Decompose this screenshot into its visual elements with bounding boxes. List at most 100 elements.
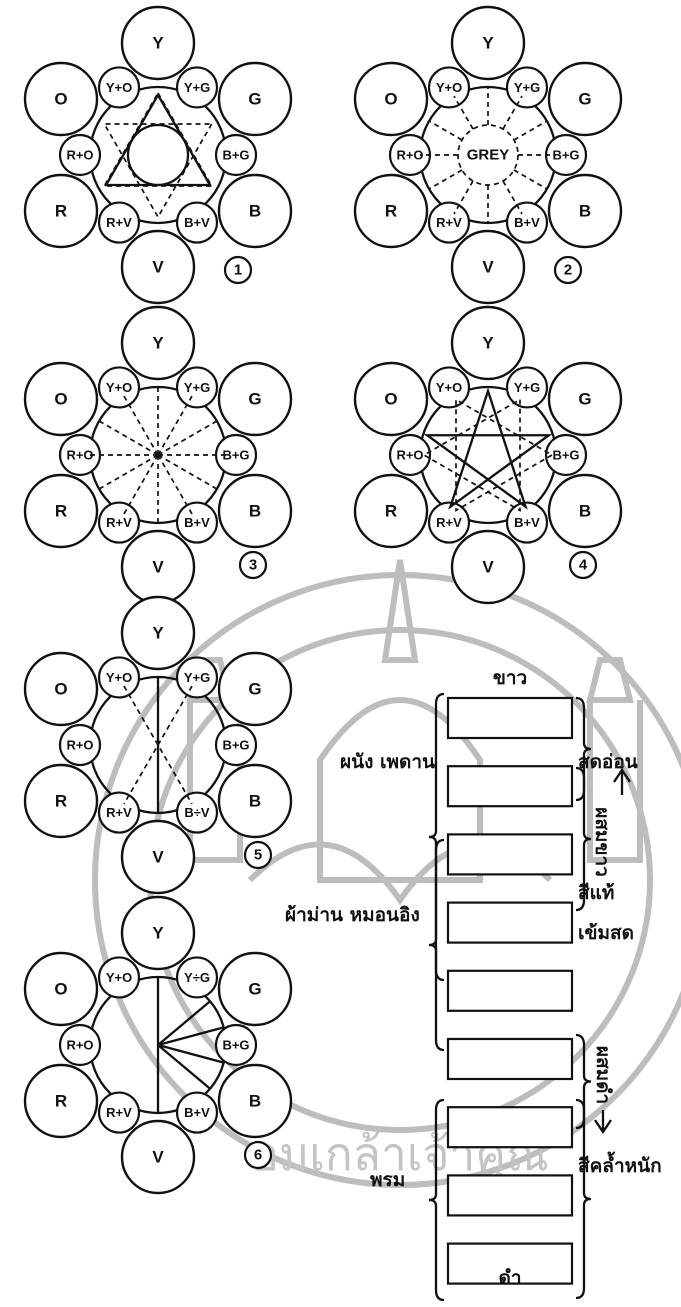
primary-label: G [248,980,261,999]
dashed-spoke [428,120,463,141]
mix-label: Y+O [436,80,462,95]
mix-circle [175,791,219,834]
primary-label: G [248,90,261,109]
primary-label: B [249,202,261,221]
mix-circle [214,1023,258,1067]
mix-label: B+G [222,448,249,463]
primary-circle [120,229,196,305]
mix-circle [175,956,219,999]
figure-number: 4 [579,557,588,574]
left-bracket [428,1098,445,1302]
primary-label: V [152,1148,164,1167]
dashed-triangle [455,398,554,512]
mix-circle [175,366,219,409]
value-box [446,1037,574,1081]
primary-circle [217,61,293,137]
mix-label: B+V [514,515,540,530]
mix-circle [544,433,588,477]
right-label: สีแท้ [578,882,614,904]
mix-circle [175,201,219,244]
mix-circle [505,501,549,544]
mix-circle [58,723,102,767]
dashed-spoke [157,395,193,456]
mix-label: R+V [106,805,132,820]
primary-circle [23,173,99,249]
primary-label: O [54,980,67,999]
dashed-spoke [98,420,159,456]
primary-label: V [482,558,494,577]
primary-circle [217,651,293,727]
mix-circle [58,1023,102,1067]
inner-circle [126,123,190,187]
primary-label: G [248,680,261,699]
triad-triangle [104,92,212,187]
bottom-label: ดำ [498,1267,521,1289]
mix-label: Y+O [436,380,462,395]
mix-circle [505,66,549,109]
dashed-spoke [513,120,548,141]
primary-label: R [385,202,397,221]
primary-label: Y [482,334,494,353]
figure-number-circle [238,550,268,580]
right-label: สีคล้ำหนัก [578,1151,662,1177]
mix-label: Y+O [106,970,132,985]
primary-circle [450,529,526,605]
value-box [446,1106,574,1149]
primary-circle [23,651,99,727]
figure-number-circle [223,255,253,285]
primary-label: G [578,90,591,109]
mix-label: B+G [222,148,249,163]
value-box [446,901,574,944]
mix-circle [175,1091,219,1134]
mix-label: R+O [66,738,93,753]
mix-circle [58,133,102,177]
star-shape [423,387,553,510]
left-label: ผ้าม่าน หมอนอิง [285,904,420,926]
mix-label: B+V [184,215,210,230]
figure-number-circle [553,255,583,285]
primary-circle [547,361,623,437]
mix-label: R+O [66,448,93,463]
primary-label: B [249,792,261,811]
mix-circle [427,66,471,109]
primary-circle [547,473,623,549]
mix-label: R+V [106,515,132,530]
primary-label: B [579,202,591,221]
figure-number: 6 [254,1147,262,1164]
primary-circle [23,361,99,437]
mix-label: R+O [66,148,93,163]
primary-label: Y [482,34,494,53]
dashed-triangle [422,398,521,512]
dashed-spoke [157,420,218,456]
primary-circle [120,819,196,895]
dashed-spoke [98,454,159,490]
primary-label: R [385,502,397,521]
primary-circle [547,61,623,137]
mix-circle [175,501,219,544]
primary-circle [217,361,293,437]
mix-circle [388,433,432,477]
mix-label: B+V [514,215,540,230]
fan-line [157,1043,224,1064]
primary-circle [353,473,429,549]
value-box [446,833,574,876]
mix-label: B+G [552,148,579,163]
primary-circle [353,361,429,437]
dashed-spoke [157,454,193,515]
mix-circle [97,201,141,244]
mix-label: R+V [106,1105,132,1120]
mix-label: R+O [396,448,423,463]
primary-label: Y [152,624,164,643]
dashed-spoke [453,180,474,215]
mix-circle [175,656,219,699]
primary-circle [450,229,526,305]
primary-label: O [54,680,67,699]
mix-circle [214,723,258,767]
mix-label: R+O [66,1038,93,1053]
mix-circle [175,66,219,109]
mix-label: Y+G [184,80,210,95]
